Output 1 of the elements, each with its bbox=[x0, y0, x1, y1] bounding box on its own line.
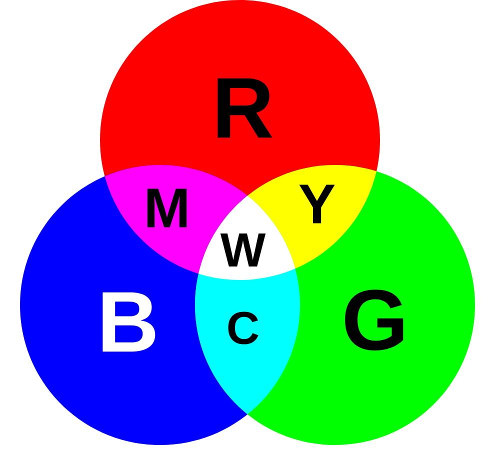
center-region: W bbox=[198, 196, 296, 280]
